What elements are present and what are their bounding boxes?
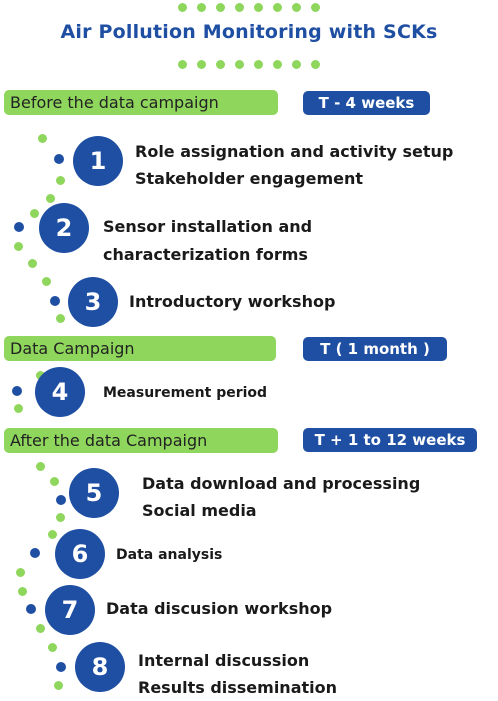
timing-badge-before-campaign: T - 4 weeks [303, 91, 430, 115]
step-7-text: Data discusion workshop [106, 598, 332, 620]
phase-bar-after-campaign: After the data Campaign [4, 428, 278, 453]
step-3-line-1: Introductory workshop [129, 292, 336, 311]
step-7-line-1: Data discusion workshop [106, 599, 333, 618]
step-1-line-2: Stakeholder engagement [135, 169, 364, 188]
step-5-text: Data download and processing Social medi… [142, 470, 420, 524]
step-2-line-1: Sensor installation and [103, 217, 313, 236]
step-6-circle: 6 [55, 529, 105, 579]
title-bottom-dots [0, 60, 498, 70]
phase-bar-data-campaign: Data Campaign [4, 336, 276, 361]
step-8-text: Internal discussion Results disseminatio… [138, 647, 337, 701]
step-4-circle: 4 [35, 367, 85, 417]
step-6-line-1: Data analysis [116, 547, 223, 563]
step-8-circle: 8 [75, 642, 125, 692]
phase-bar-before-campaign: Before the data campaign [4, 90, 278, 115]
step-8-line-1: Internal discussion [138, 651, 310, 670]
step-2-text: Sensor installation and characterization… [103, 213, 312, 269]
step-2-line-2: characterization forms [103, 245, 308, 264]
step-4-line-1: Measurement period [103, 385, 268, 401]
timing-badge-data-campaign: T ( 1 month ) [303, 337, 447, 361]
step-5-circle: 5 [69, 468, 119, 518]
step-6-text: Data analysis [116, 545, 222, 565]
step-1-circle: 1 [73, 136, 123, 186]
timing-badge-after-campaign: T + 1 to 12 weeks [303, 428, 477, 452]
step-3-text: Introductory workshop [129, 291, 335, 313]
step-8-line-2: Results dissemination [138, 678, 338, 697]
step-3-circle: 3 [68, 277, 118, 327]
step-1-line-1: Role assignation and activity setup [135, 142, 454, 161]
step-7-circle: 7 [45, 585, 95, 635]
title-top-dots [0, 3, 498, 13]
step-1-text: Role assignation and activity setup Stak… [135, 138, 453, 192]
page-title: Air Pollution Monitoring with SCKs [60, 21, 438, 43]
step-5-line-1: Data download and processing [142, 474, 421, 493]
step-5-line-2: Social media [142, 501, 257, 520]
step-2-circle: 2 [39, 203, 89, 253]
step-4-text: Measurement period [103, 383, 267, 403]
